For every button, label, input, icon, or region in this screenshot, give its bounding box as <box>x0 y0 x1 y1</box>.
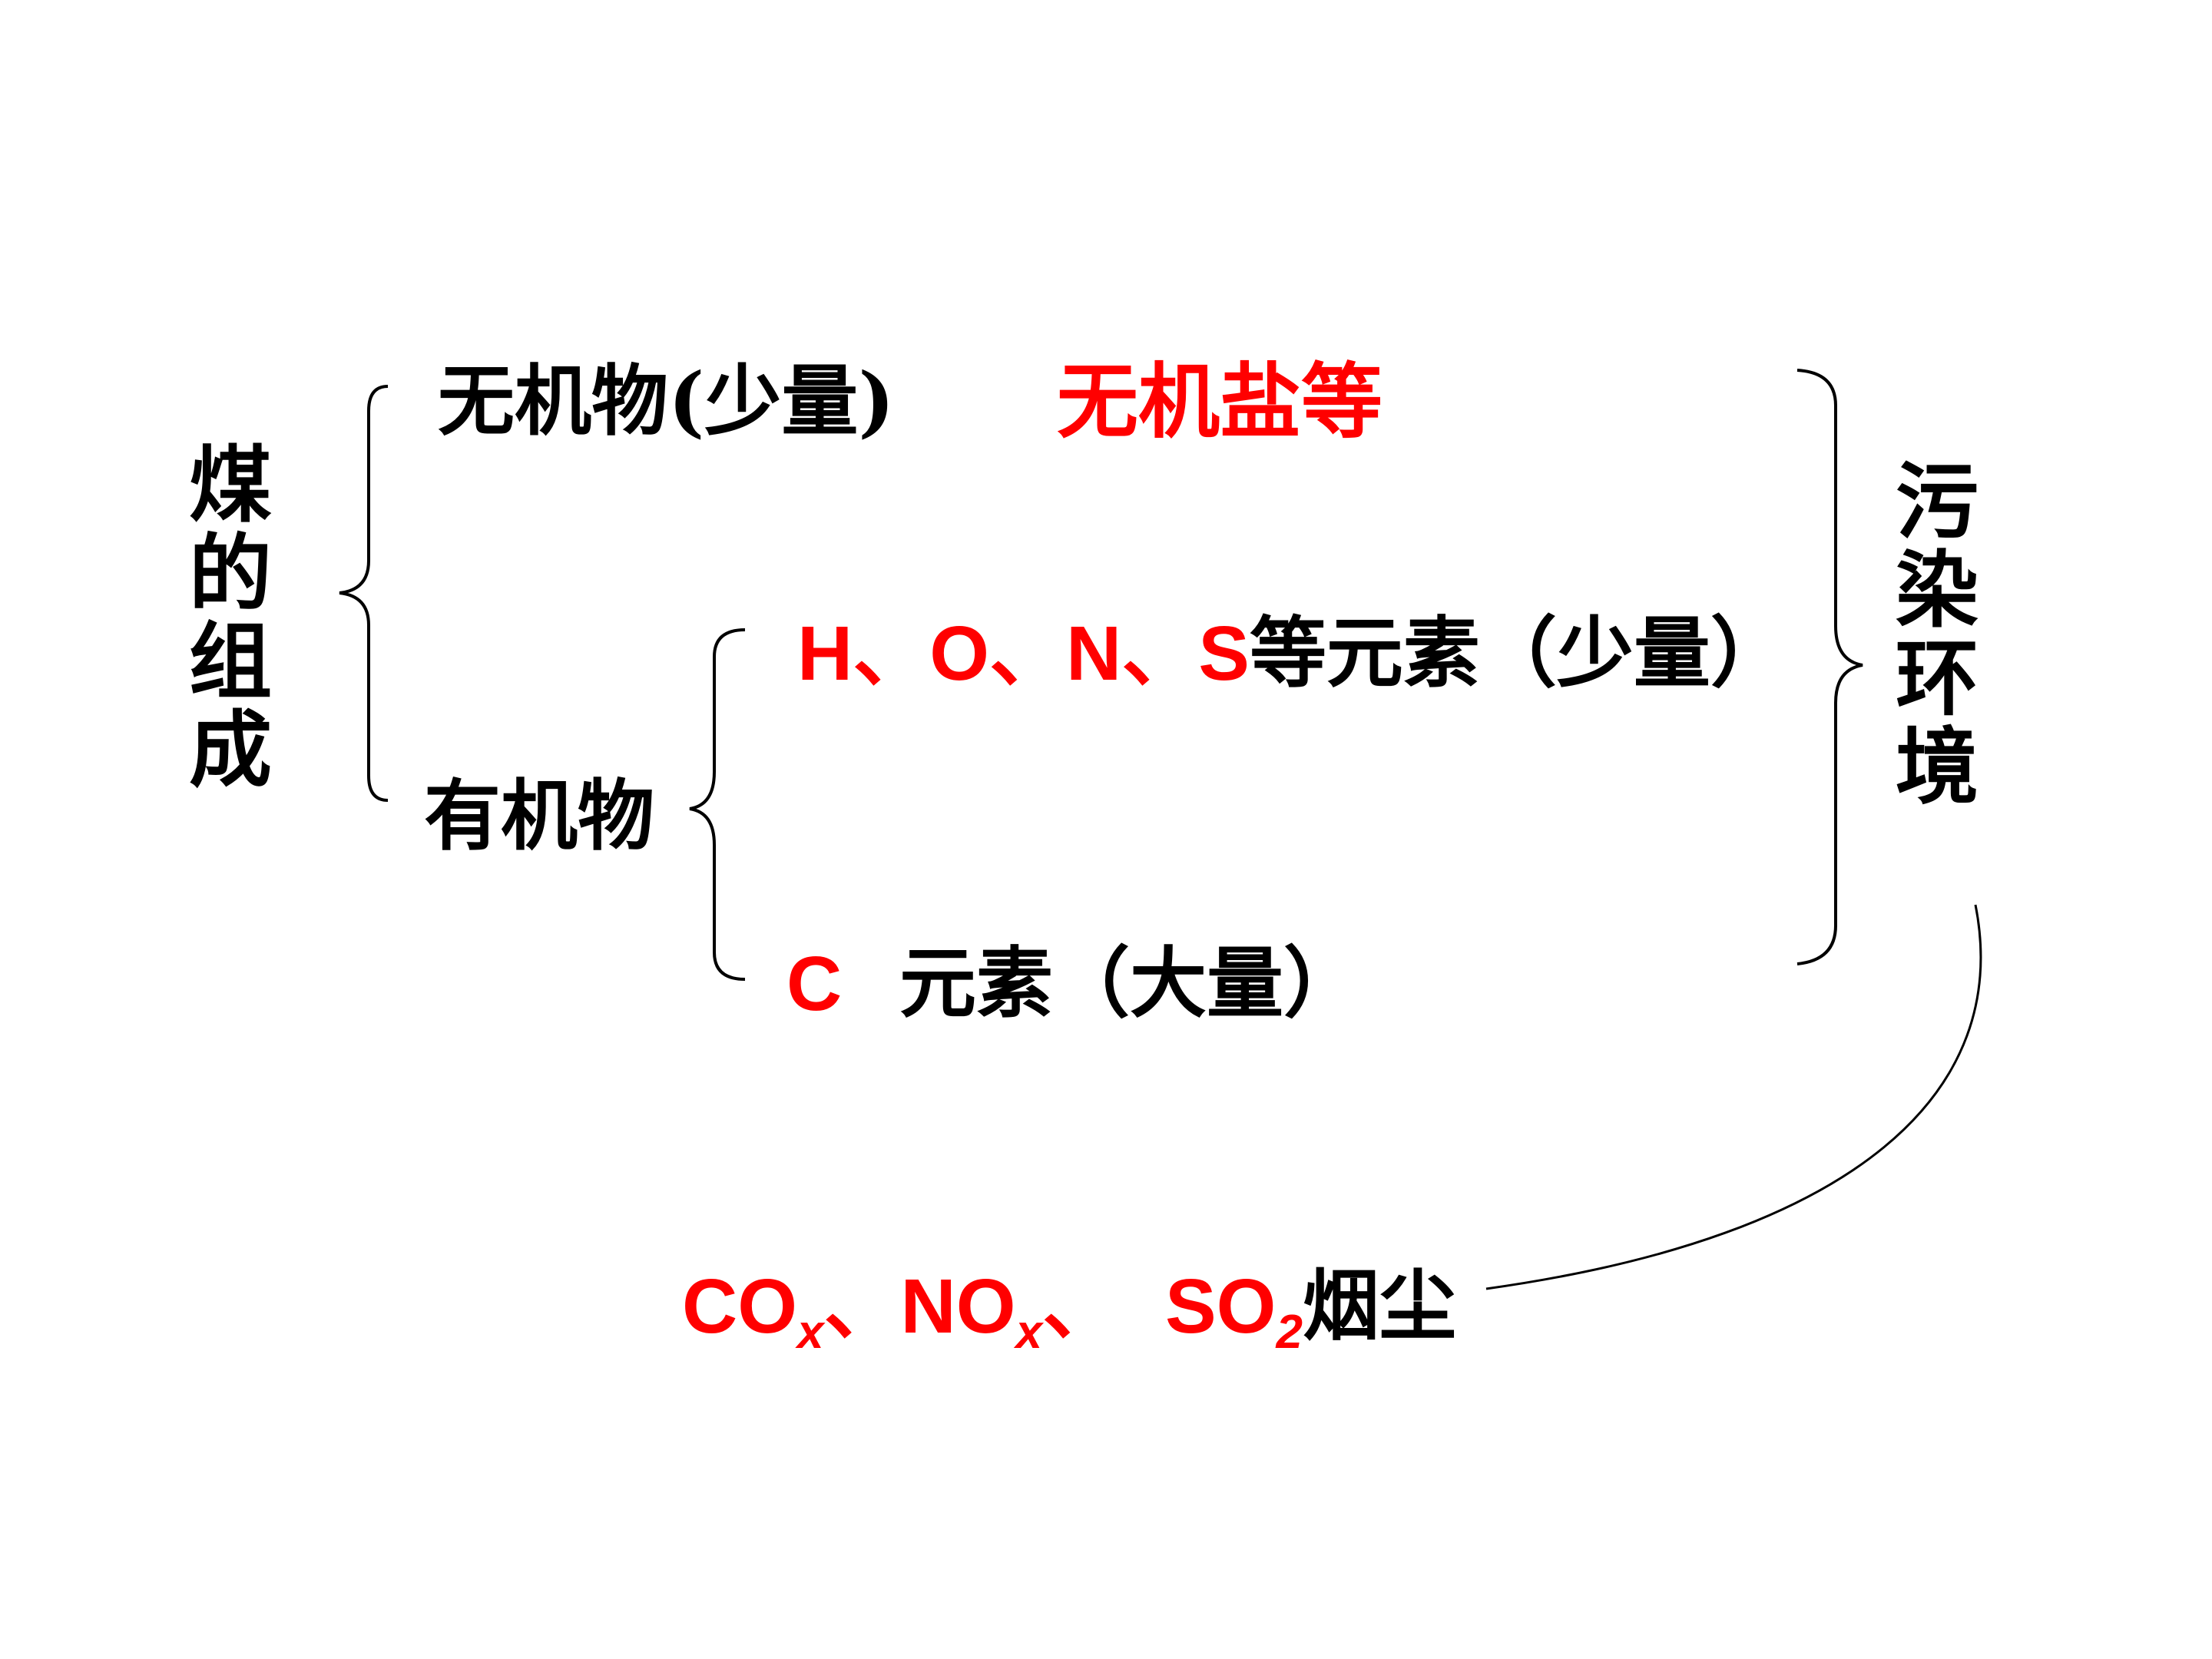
pollutant-dust: 烟尘 <box>1302 1260 1456 1351</box>
coal-composition-label: 煤 的 组 成 <box>184 444 276 797</box>
element-n: N <box>1066 611 1122 697</box>
separator: 、 <box>989 608 1067 698</box>
left-label-char: 的 <box>188 525 272 622</box>
pollutant-no: NO <box>900 1263 1016 1349</box>
right-label-char: 染 <box>1895 542 1979 639</box>
pollutant-curve <box>1485 904 1982 1290</box>
separator: 、 <box>823 1260 901 1351</box>
element-s: S <box>1198 611 1250 697</box>
pollutant-co-subscript: x <box>797 1305 824 1359</box>
major-element-row: C 元素（大量） <box>786 945 1360 1022</box>
major-element-suffix: 元素（大量） <box>899 938 1361 1028</box>
left-label-char: 组 <box>188 614 272 710</box>
right-label-char: 环 <box>1895 631 1979 727</box>
pollutant-so2-subscript: 2 <box>1276 1305 1303 1359</box>
pollutants-row: COx、NOx、SO2烟尘 <box>682 1267 1456 1356</box>
pollutant-no-subscript: x <box>1015 1305 1042 1359</box>
pollutant-so2: SO <box>1164 1263 1277 1349</box>
left-outer-brace <box>339 385 389 802</box>
separator: 、 <box>1121 608 1199 698</box>
separator: 、 <box>1041 1260 1119 1351</box>
organic-label: 有机物 <box>424 770 654 861</box>
pollution-brace <box>1796 369 1863 965</box>
right-label-char: 污 <box>1895 454 1979 551</box>
minor-elements-suffix: 等元素（少量） <box>1249 608 1787 698</box>
separator: 、 <box>853 608 930 698</box>
organic-brace <box>689 628 746 981</box>
element-h: H <box>797 611 853 697</box>
minor-elements-row: H、O、N、S等元素（少量） <box>797 614 1787 692</box>
environment-pollution-label: 污 染 环 境 <box>1891 461 1983 814</box>
element-o: O <box>929 611 990 697</box>
left-label-char: 成 <box>188 702 272 799</box>
element-c: C <box>786 941 843 1027</box>
left-label-char: 煤 <box>188 437 272 534</box>
pollutant-co: CO <box>682 1263 797 1349</box>
inorganic-detail: 无机盐等 <box>1057 353 1382 449</box>
inorganic-label: 无机物(少量) <box>438 356 895 446</box>
right-label-char: 境 <box>1895 719 1979 816</box>
